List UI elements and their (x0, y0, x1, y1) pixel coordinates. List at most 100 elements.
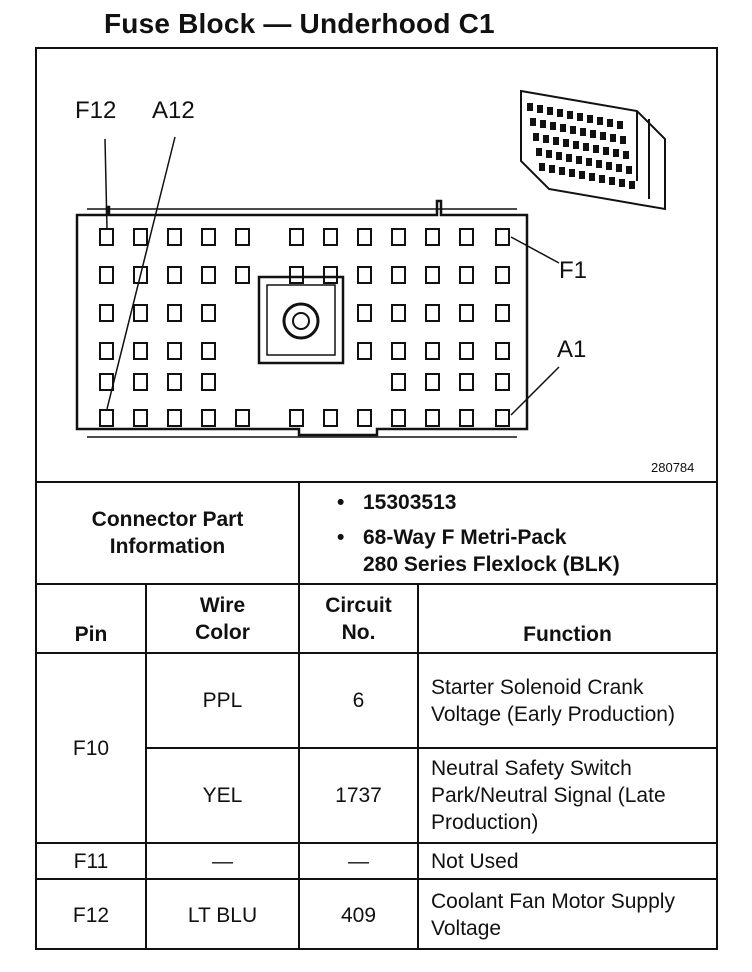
pin-cavity (167, 228, 182, 246)
pin-cavity (167, 373, 182, 391)
pin-cavity (167, 266, 182, 284)
divider (37, 842, 716, 844)
pin-cavity (425, 228, 440, 246)
connector-diagram: F12 A12 F1 A1 280784 (37, 49, 716, 481)
pin-cavity (425, 342, 440, 360)
divider (417, 583, 419, 950)
wire-cell: YEL (202, 784, 243, 807)
leader-line (510, 366, 560, 416)
connector-3d-cavity (596, 160, 602, 168)
connector-3d-cavity (586, 158, 592, 166)
pin-cavity (99, 409, 114, 427)
connector-3d-cavity (597, 117, 603, 125)
pin-cavity (323, 409, 338, 427)
label-a12: A12 (152, 97, 195, 124)
pin-cavity (459, 266, 474, 284)
pin-cavity (323, 228, 338, 246)
pin-cavity (391, 266, 406, 284)
wire-cell: PPL (202, 689, 243, 712)
connector-3d-cavity (530, 118, 536, 126)
pin-cavity (459, 409, 474, 427)
connector-3d-cavity (550, 122, 556, 130)
header-wire-color: Wire Color (195, 593, 250, 644)
connector-3d-cavity (566, 154, 572, 162)
pin-cavity (391, 373, 406, 391)
connector-3d-cavity (616, 164, 622, 172)
connector-3d-cavity (537, 105, 543, 113)
connector-3d-cavity (560, 124, 566, 132)
connector-3d-cavity (587, 115, 593, 123)
pin-cavity (289, 228, 304, 246)
connector-3d-cavity (590, 130, 596, 138)
pin-cell: F11 (73, 849, 109, 873)
pin-cavity (201, 409, 216, 427)
connector-3d-cavity (563, 139, 569, 147)
pin-cavity (495, 342, 510, 360)
connector-3d-cavity (536, 148, 542, 156)
circuit-cell: 6 (352, 689, 365, 712)
list-item: •15303513 (337, 491, 457, 514)
pin-cavity (201, 373, 216, 391)
connector-3d-cavity (583, 143, 589, 151)
connector-housing (75, 199, 529, 437)
divider (298, 583, 300, 950)
connector-3d-cavity (576, 156, 582, 164)
pin-cavity (495, 304, 510, 322)
connector-3d-cavity (599, 175, 605, 183)
page-title: Fuse Block — Underhood C1 (104, 8, 495, 39)
center-bolt (282, 302, 320, 340)
center-boss (257, 275, 345, 365)
pin-cavity (357, 409, 372, 427)
pin-cavity (425, 373, 440, 391)
connector-face-drawing (75, 89, 666, 438)
connector-3d-cavity (540, 120, 546, 128)
pin-cavity (425, 266, 440, 284)
pin-cavity (357, 266, 372, 284)
pin-cavity (391, 409, 406, 427)
connector-3d-cavity (553, 137, 559, 145)
function-cell: Not Used (431, 849, 519, 873)
connector-3d-cavity (527, 103, 533, 111)
pin-cavity (201, 342, 216, 360)
connector-3d-cavity (570, 126, 576, 134)
divider (37, 652, 716, 654)
connector-3d-cavity (600, 132, 606, 140)
connector-3d-cavity (593, 145, 599, 153)
connector-3d-cavity (613, 149, 619, 157)
circuit-cell: — (348, 849, 369, 873)
pin-cavity (235, 409, 250, 427)
connector-3d-cavity (579, 171, 585, 179)
connector-3d-cavity (626, 166, 632, 174)
connector-sheet: F12 A12 F1 A1 280784 Connector Part Info… (35, 47, 718, 950)
pin-cavity (495, 266, 510, 284)
label-a1: A1 (557, 336, 587, 363)
function-cell: Coolant Fan Motor Supply Voltage (431, 890, 675, 940)
pin-cavity (495, 409, 510, 427)
pin-cavity (99, 228, 114, 246)
label-f1: F1 (559, 257, 588, 284)
connector-3d-cavity (609, 177, 615, 185)
divider (37, 481, 716, 483)
connector-3d-cavity (557, 109, 563, 117)
pin-cell: F10 (72, 736, 110, 760)
pin-cavity (201, 266, 216, 284)
connector-3d-cavity (589, 173, 595, 181)
connector-3d-cavity (603, 147, 609, 155)
function-cell: Neutral Safety Switch Park/Neutral Signa… (431, 757, 666, 834)
pin-cavity (357, 342, 372, 360)
header-function: Function (523, 623, 612, 646)
pin-cavity (235, 266, 250, 284)
pin-cell: F12 (72, 903, 110, 927)
connector-3d-cavity (623, 151, 629, 159)
circuit-cell: 409 (340, 903, 377, 927)
connector-3d-cavity (619, 179, 625, 187)
pin-cavity (99, 304, 114, 322)
connector-3d-cavity (567, 111, 573, 119)
pin-cavity (391, 342, 406, 360)
pin-cavity (289, 409, 304, 427)
connector-3d-cavity (580, 128, 586, 136)
pin-cavity (323, 266, 338, 284)
connector-info-label: Connector Part Information (91, 508, 244, 558)
connector-3d-cavity (569, 169, 575, 177)
circuit-cell: 1737 (335, 784, 382, 807)
